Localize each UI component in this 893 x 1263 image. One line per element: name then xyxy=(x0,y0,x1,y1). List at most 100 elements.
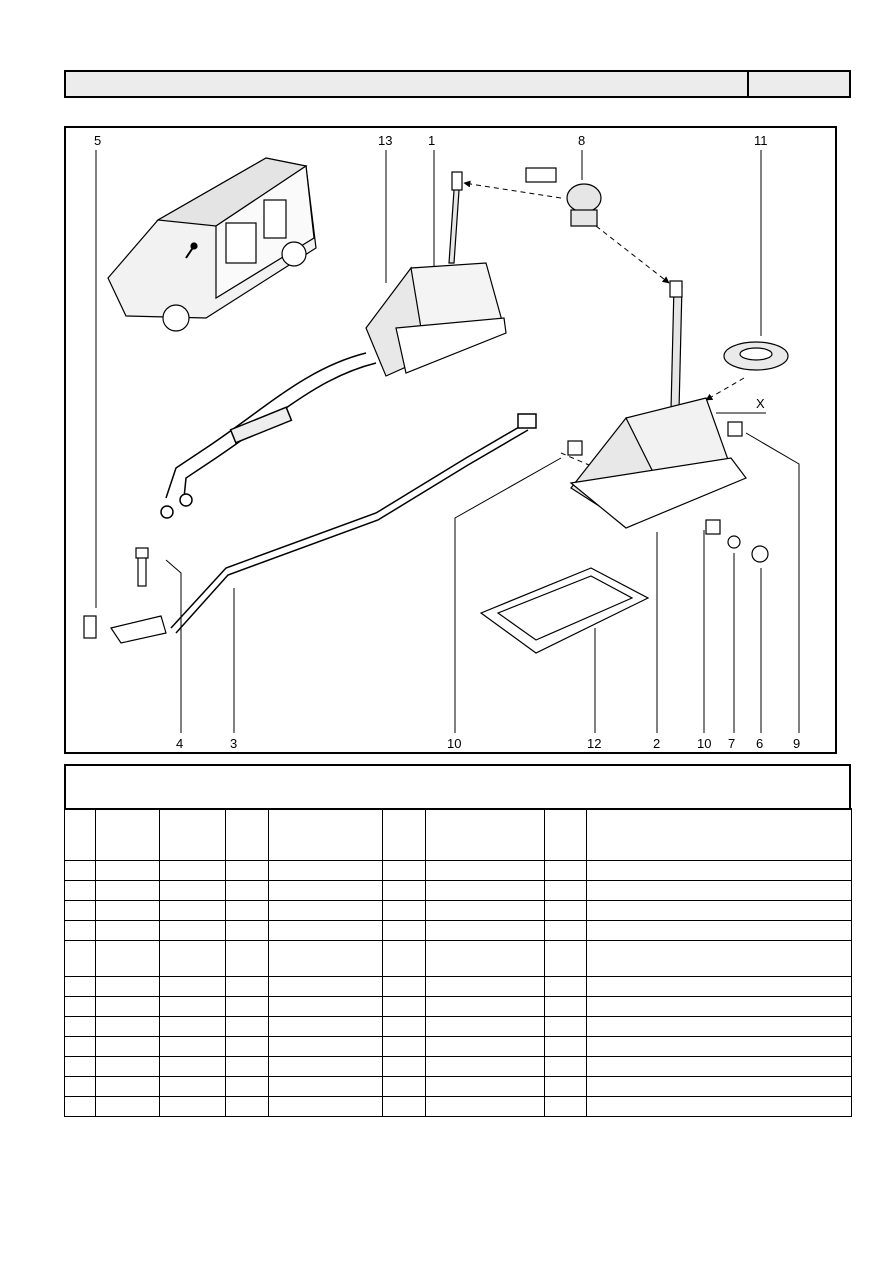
callout-7: 7 xyxy=(728,736,735,751)
table-cell xyxy=(586,1056,852,1077)
table-cell xyxy=(159,996,226,1017)
table-cell xyxy=(159,976,226,997)
gearshift-linkage-rod xyxy=(170,413,537,634)
table-cell xyxy=(64,1016,96,1037)
leader-lines xyxy=(95,150,800,733)
table-cell xyxy=(64,1096,96,1117)
table-cell xyxy=(225,940,269,977)
table-cell xyxy=(425,860,545,881)
table-cell xyxy=(159,1036,226,1057)
table-row xyxy=(64,1056,852,1077)
table-cell xyxy=(425,1096,545,1117)
table-cell xyxy=(382,880,426,901)
table-cell xyxy=(159,900,226,921)
table-cell xyxy=(544,1056,587,1077)
table-cell xyxy=(268,808,383,861)
table-cell xyxy=(268,976,383,997)
table-cell xyxy=(95,976,160,997)
table-cell xyxy=(64,940,96,977)
table-cell xyxy=(586,1096,852,1117)
table-cell xyxy=(425,1036,545,1057)
table-cell xyxy=(586,1036,852,1057)
table-cell xyxy=(382,1036,426,1057)
table-cell xyxy=(159,920,226,941)
table-cell xyxy=(95,808,160,861)
vehicle-location-icon xyxy=(107,157,317,332)
callout-1: 1 xyxy=(428,133,435,148)
table-cell xyxy=(544,976,587,997)
callout-11: 11 xyxy=(754,133,768,148)
table-cell xyxy=(268,1076,383,1097)
table-cell xyxy=(159,880,226,901)
table-cell xyxy=(225,880,269,901)
table-cell xyxy=(95,1096,160,1117)
table-cell xyxy=(225,976,269,997)
table-cell xyxy=(544,940,587,977)
table-cell xyxy=(225,1036,269,1057)
table-cell xyxy=(64,900,96,921)
table-cell xyxy=(64,860,96,881)
table-cell xyxy=(95,1056,160,1077)
table-row xyxy=(64,900,852,921)
exploded-parts-diagram: 5 13 1 8 11 4 3 10 12 2 10 7 6 9 xyxy=(64,126,837,754)
table-cell xyxy=(544,900,587,921)
table-cell xyxy=(268,900,383,921)
table-cell xyxy=(382,1056,426,1077)
table-caption xyxy=(64,764,851,810)
table-cell xyxy=(586,920,852,941)
table-cell xyxy=(425,880,545,901)
callout-3: 3 xyxy=(230,736,237,751)
table-cell xyxy=(95,940,160,977)
table-cell xyxy=(425,900,545,921)
table-cell xyxy=(586,880,852,901)
table-cell xyxy=(64,880,96,901)
table-cell xyxy=(95,920,160,941)
table-cell xyxy=(268,880,383,901)
table-cell xyxy=(425,996,545,1017)
gearshift-cables xyxy=(160,352,377,519)
table-row xyxy=(64,1016,852,1037)
table-cell xyxy=(95,900,160,921)
table-cell xyxy=(225,996,269,1017)
diagram-canvas: 5 13 1 8 11 4 3 10 12 2 10 7 6 9 xyxy=(83,133,800,751)
table-cell xyxy=(268,920,383,941)
table-cell xyxy=(159,860,226,881)
table-row xyxy=(64,920,852,941)
table-cell xyxy=(268,996,383,1017)
callout-12: 12 xyxy=(587,736,601,751)
table-cell xyxy=(225,860,269,881)
bolt-and-bushing-parts xyxy=(83,547,167,644)
table-row xyxy=(64,940,852,977)
table-cell xyxy=(225,1076,269,1097)
document-header-bar xyxy=(64,70,851,98)
table-cell xyxy=(95,1016,160,1037)
table-cell xyxy=(159,1056,226,1077)
table-cell xyxy=(225,900,269,921)
callout-6: 6 xyxy=(756,736,763,751)
table-cell xyxy=(586,808,852,861)
table-header-row xyxy=(64,808,852,861)
table-cell xyxy=(159,1096,226,1117)
table-cell xyxy=(64,1076,96,1097)
table-cell xyxy=(64,920,96,941)
table-cell xyxy=(425,1076,545,1097)
table-cell xyxy=(268,940,383,977)
table-cell xyxy=(382,996,426,1017)
callout-10: 10 xyxy=(447,736,461,751)
table-cell xyxy=(586,1016,852,1037)
table-cell xyxy=(64,996,96,1017)
table-cell xyxy=(382,900,426,921)
table-cell xyxy=(268,860,383,881)
gasket-part xyxy=(479,567,650,654)
table-cell xyxy=(268,1016,383,1037)
table-cell xyxy=(586,860,852,881)
table-cell xyxy=(225,920,269,941)
table-cell xyxy=(425,1016,545,1037)
table-cell xyxy=(268,1036,383,1057)
table-cell xyxy=(159,1016,226,1037)
callout-4: 4 xyxy=(176,736,183,751)
fastener-parts xyxy=(567,421,769,563)
table-cell xyxy=(586,900,852,921)
table-cell xyxy=(159,940,226,977)
table-row xyxy=(64,1076,852,1097)
